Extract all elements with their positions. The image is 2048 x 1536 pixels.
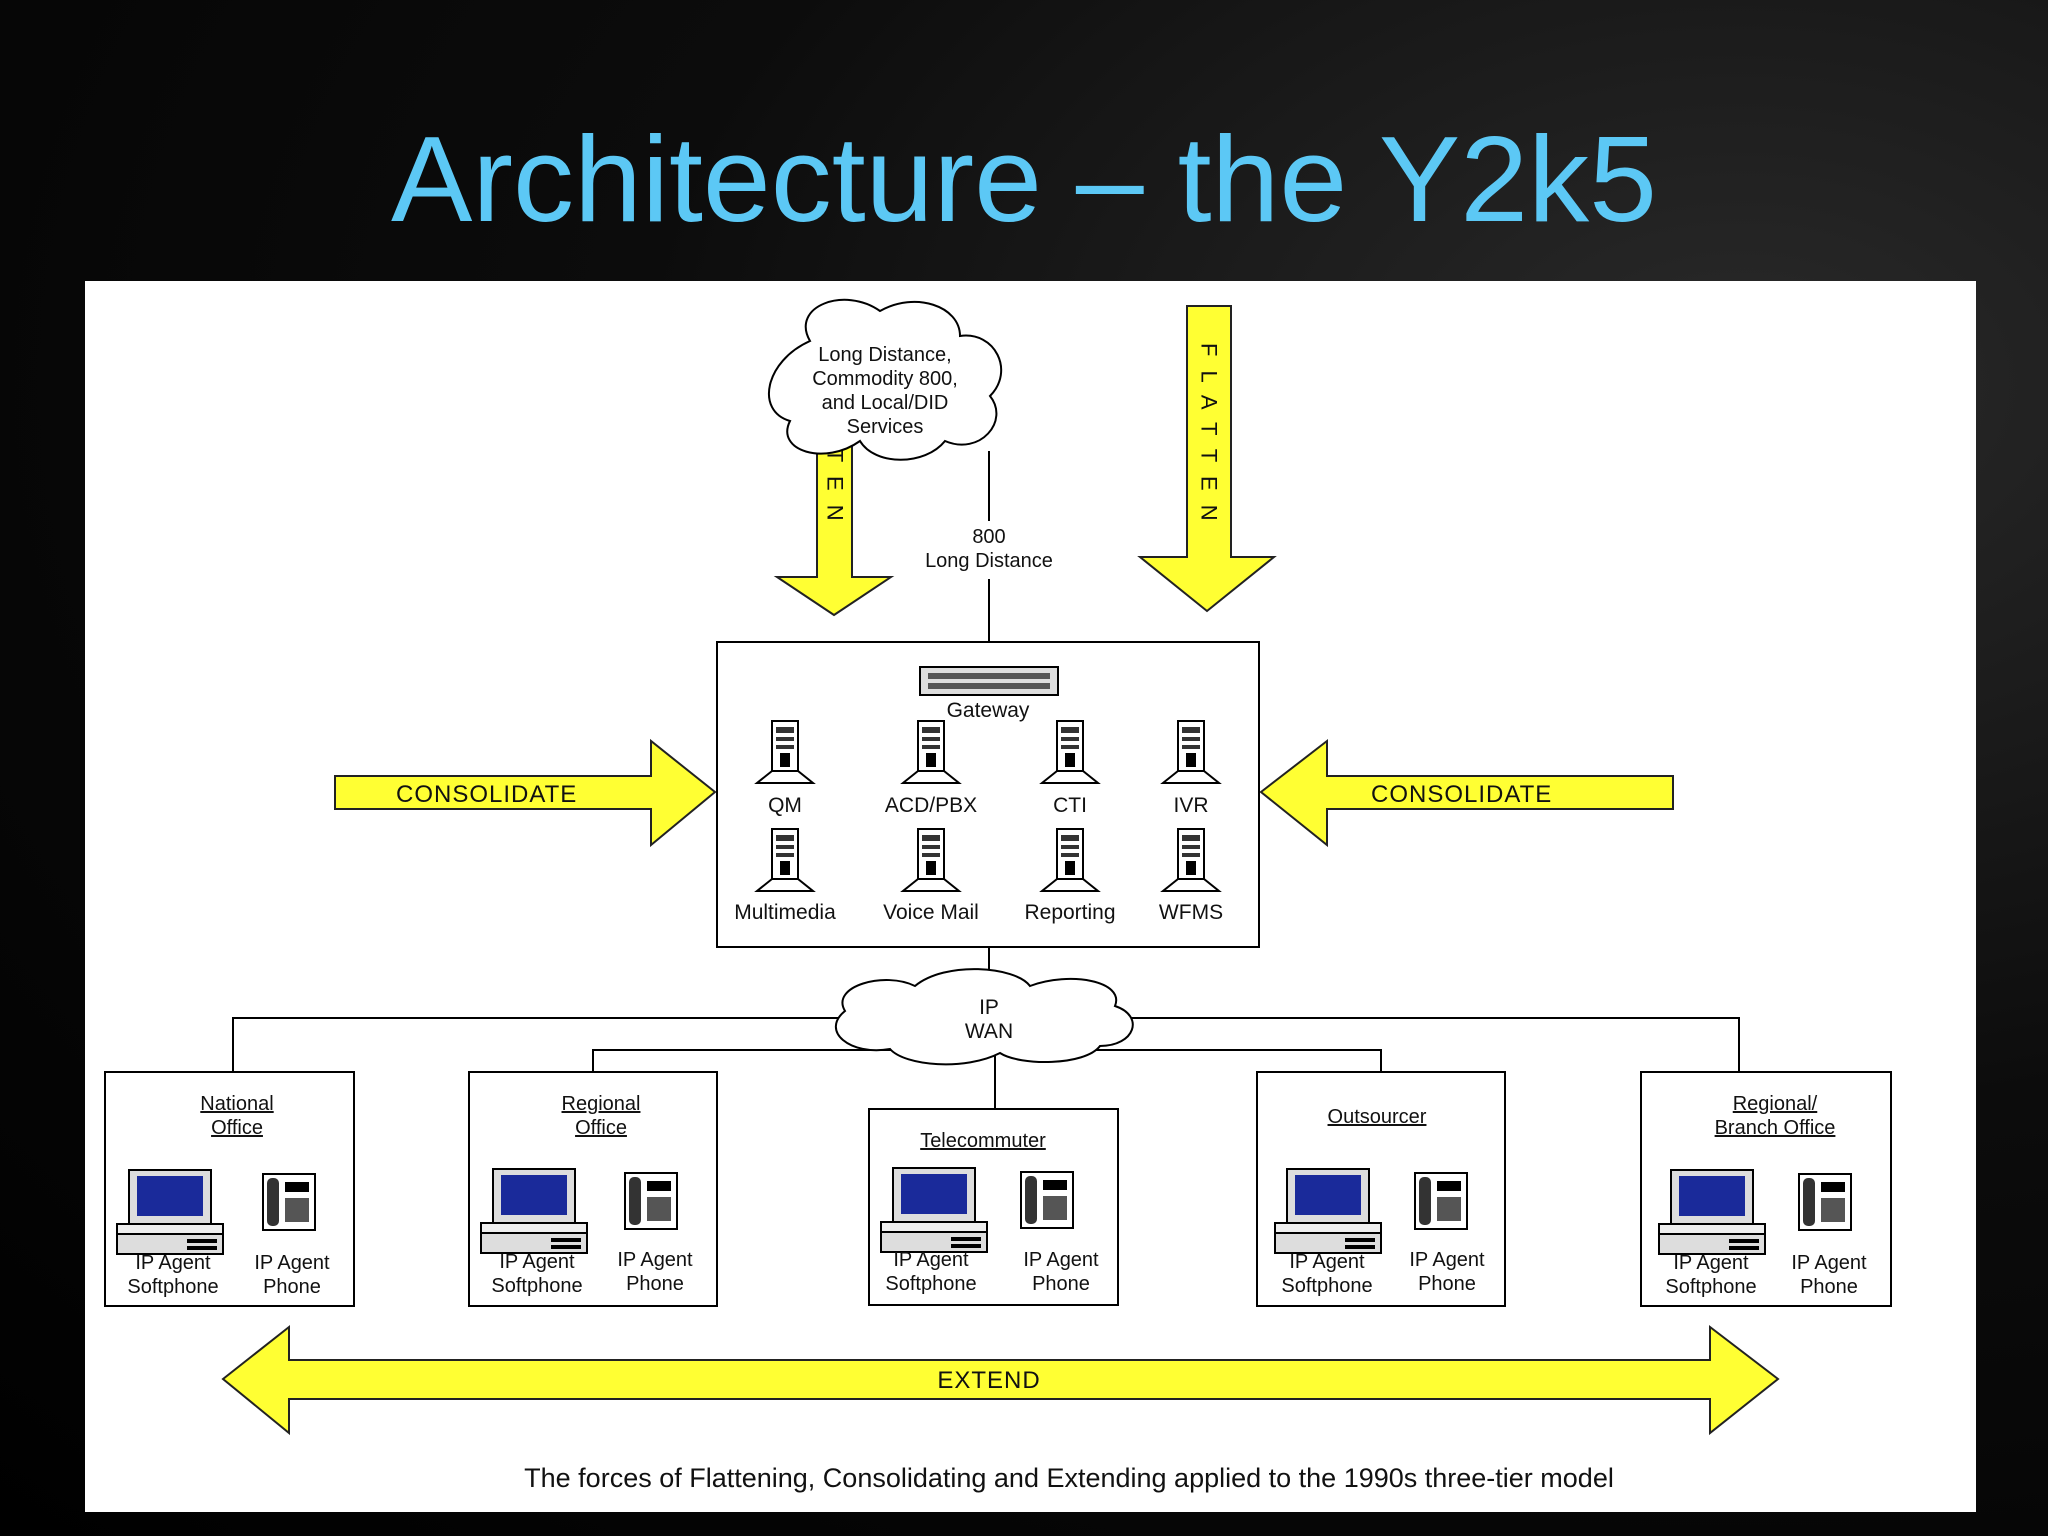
site-branch-office: Regional/ Branch Office IP Agent Softpho… (1640, 1071, 1892, 1307)
consolidate-label-right: CONSOLIDATE (1371, 781, 1552, 808)
server-label: ACD/PBX (885, 794, 977, 817)
device-label: Softphone (1281, 1275, 1372, 1297)
site-title: Regional/ (1733, 1093, 1818, 1115)
device-label: Phone (1032, 1273, 1090, 1295)
computer-icon (480, 1168, 588, 1254)
site-title: Branch Office (1715, 1117, 1836, 1139)
computer-icon (1658, 1169, 1766, 1255)
device-label: IP Agent (893, 1249, 969, 1271)
architecture-diagram: F L A T T E N F L A T T E N Long Distanc… (104, 298, 1892, 1493)
server-label: QM (768, 794, 802, 817)
wan-label: IP (979, 996, 999, 1019)
flatten-arrow-right (1137, 305, 1277, 613)
device-label: IP Agent (1409, 1249, 1485, 1271)
site-title: Telecommuter (920, 1130, 1046, 1152)
extend-arrow (221, 1324, 1780, 1436)
phone-icon (1414, 1172, 1468, 1230)
site-regional-office: Regional Office IP Agent Softphone IP Ag… (468, 1071, 718, 1307)
link-label-bg (920, 521, 1060, 579)
device-label: Softphone (491, 1275, 582, 1297)
device-label: IP Agent (1289, 1251, 1365, 1273)
phone-icon (624, 1172, 678, 1230)
computer-icon (880, 1167, 988, 1253)
phone-icon (1020, 1171, 1074, 1229)
device-label: Softphone (1665, 1276, 1756, 1298)
cloud-line: and Local/DID (822, 392, 949, 414)
site-outsourcer: Outsourcer IP Agent Softphone IP Agent P… (1256, 1071, 1506, 1307)
device-label: Phone (1800, 1276, 1858, 1298)
link-label: 800 (972, 526, 1005, 548)
extend-label: EXTEND (937, 1367, 1040, 1394)
flatten-label-right: F L A T T E N (1197, 343, 1222, 525)
slide-title: Architecture – the Y2k5 (391, 111, 1657, 247)
server-label: Reporting (1024, 901, 1115, 924)
wan-cloud: IP WAN (834, 968, 1134, 1066)
device-label: Phone (263, 1276, 321, 1298)
consolidate-arrow-left (334, 738, 717, 848)
cloud-line: Commodity 800, (812, 368, 958, 390)
server-label: WFMS (1159, 901, 1223, 924)
diagram-panel: F L A T T E N F L A T T E N Long Distanc… (85, 281, 1976, 1512)
device-label: IP Agent (135, 1252, 211, 1274)
server-label: Voice Mail (883, 901, 979, 924)
phone-icon (262, 1173, 316, 1231)
cloud-line: Long Distance, (818, 344, 951, 366)
server-label: IVR (1173, 794, 1208, 817)
device-label: Softphone (885, 1273, 976, 1295)
device-label: IP Agent (1023, 1249, 1099, 1271)
device-label: IP Agent (499, 1251, 575, 1273)
cloud-line: Services (847, 416, 924, 438)
link-label: Long Distance (925, 550, 1053, 572)
device-label: Softphone (127, 1276, 218, 1298)
services-cloud: Long Distance, Commodity 800, and Local/… (767, 298, 1003, 461)
consolidate-label-left: CONSOLIDATE (396, 781, 577, 808)
site-title: National (200, 1093, 273, 1115)
site-telecommuter: Telecommuter IP Agent Softphone IP Agent… (868, 1108, 1119, 1306)
gateway-icon (919, 666, 1059, 696)
computer-icon (116, 1169, 224, 1255)
server-label: CTI (1053, 794, 1087, 817)
figure-caption: The forces of Flattening, Consolidating … (524, 1463, 1614, 1493)
server-label: Multimedia (734, 901, 836, 924)
site-title: Office (211, 1117, 263, 1139)
device-label: IP Agent (617, 1249, 693, 1271)
consolidate-arrow-right (1259, 738, 1674, 848)
device-label: Phone (1418, 1273, 1476, 1295)
site-title: Office (575, 1117, 627, 1139)
site-national-office: National Office IP Agent Softphone IP Ag… (104, 1071, 355, 1307)
site-title: Outsourcer (1328, 1106, 1427, 1128)
data-center-box: Gateway QM ACD/PBX CTI IVR Multimedia Vo… (716, 641, 1260, 948)
wan-label: WAN (965, 1020, 1013, 1043)
device-label: IP Agent (1791, 1252, 1867, 1274)
phone-icon (1798, 1173, 1852, 1231)
site-title: Regional (562, 1093, 641, 1115)
device-label: Phone (626, 1273, 684, 1295)
device-label: IP Agent (254, 1252, 330, 1274)
device-label: IP Agent (1673, 1252, 1749, 1274)
computer-icon (1274, 1168, 1382, 1254)
gateway-label: Gateway (947, 699, 1030, 722)
